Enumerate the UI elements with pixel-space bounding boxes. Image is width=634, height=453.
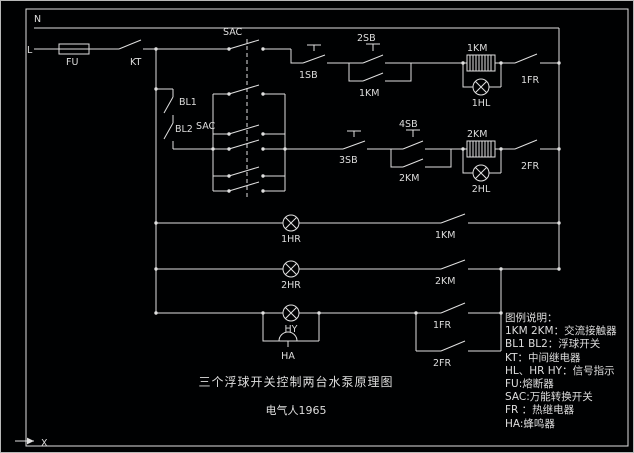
lamp-2hr-cross bbox=[285, 263, 297, 275]
lamp-1hr-icon bbox=[282, 214, 300, 232]
sac-top-label: SAC bbox=[223, 27, 243, 38]
signal-row-2: 2HR 2KM bbox=[156, 259, 559, 291]
bell-wires bbox=[262, 313, 320, 342]
x-axis-arrowhead bbox=[27, 437, 34, 445]
row3-wires bbox=[156, 269, 502, 352]
sac-contacts bbox=[212, 39, 291, 192]
sb4-label: 4SB bbox=[399, 119, 418, 130]
contactor-coil-1km bbox=[466, 54, 496, 72]
hr2-label: 2HR bbox=[281, 280, 301, 291]
ha-label: HA bbox=[281, 351, 295, 362]
bl2-label: BL2 bbox=[175, 124, 193, 135]
fuse-symbol bbox=[58, 43, 90, 55]
row2-wires bbox=[156, 259, 559, 270]
sac-switch: SAC SAC bbox=[196, 27, 291, 199]
signal-row-3: HY HA 1FR 2FR bbox=[156, 269, 502, 369]
lamp-2hr-icon bbox=[282, 260, 300, 278]
lamp-2hl-icon bbox=[472, 164, 490, 182]
fr1-label: 1FR bbox=[521, 75, 540, 86]
km1-contact-label: 1KM bbox=[435, 230, 455, 241]
hl1-label: 1HL bbox=[472, 98, 491, 109]
signal-row-1: 1HR 1KM bbox=[156, 213, 559, 245]
fr2-label: 2FR bbox=[521, 161, 540, 172]
pump2-branch: 3SB 4SB 2KM 2KM 2HL 2FR bbox=[285, 119, 559, 195]
l-label: L bbox=[27, 45, 33, 56]
n-label: N bbox=[34, 14, 41, 25]
lamp-2hl-cross bbox=[475, 167, 487, 179]
float-switches: BL1 BL2 bbox=[156, 88, 213, 150]
row1-wires bbox=[156, 213, 559, 224]
fr2-contact-label: 2FR bbox=[433, 358, 452, 369]
coil1-label: 1KM bbox=[467, 43, 487, 54]
km2-contact-label: 2KM bbox=[435, 276, 455, 287]
fr1-contact-label: 1FR bbox=[433, 320, 452, 331]
contactor-coil-2km bbox=[466, 140, 496, 158]
lamp-hy-icon bbox=[282, 304, 300, 322]
legend-title: 图例说明： bbox=[505, 312, 558, 324]
hl2-label: 2HL bbox=[472, 184, 491, 195]
float-switch-wires bbox=[156, 88, 213, 150]
coil-2km-hatch bbox=[469, 141, 492, 157]
legend: 图例说明： 1KM 2KM：交流接触器 BL1 BL2：浮球开关 KT：中间继电… bbox=[505, 312, 617, 431]
pump1-wires bbox=[290, 43, 559, 88]
legend-item: KT：中间继电器 bbox=[505, 351, 581, 364]
lamp-1hl-icon bbox=[472, 78, 490, 96]
drawing-author: 电气人1965 bbox=[265, 404, 327, 417]
legend-item: FU:熔断器 bbox=[505, 378, 554, 391]
lamp-1hr-cross bbox=[285, 217, 297, 229]
kt-label: KT bbox=[130, 57, 141, 68]
sb1-label: 1SB bbox=[299, 70, 318, 81]
seal2-label: 2KM bbox=[399, 173, 419, 184]
sac-mid-label: SAC bbox=[196, 121, 216, 132]
legend-item: HL、HR HY：信号指示 bbox=[505, 364, 615, 377]
drawing-title: 三个浮球开关控制两台水泵原理图 bbox=[198, 375, 394, 389]
legend-item: SAC:万能转换开关 bbox=[505, 391, 593, 404]
hr1-label: 1HR bbox=[281, 234, 301, 245]
pump1-branch: 1SB 2SB 1KM 1KM 1HL 1FR bbox=[290, 33, 559, 109]
lamp-hy-cross bbox=[285, 307, 297, 319]
coil2-label: 2KM bbox=[467, 129, 487, 140]
sb3-label: 3SB bbox=[339, 155, 358, 166]
seal1-label: 1KM bbox=[359, 88, 379, 99]
legend-item: BL1 BL2：浮球开关 bbox=[505, 338, 601, 351]
bl1-label: BL1 bbox=[179, 97, 197, 108]
sb2-label: 2SB bbox=[357, 33, 376, 44]
junction-dots bbox=[154, 47, 561, 315]
legend-item: FR ：热继电器 bbox=[505, 404, 575, 417]
x-axis-label: X bbox=[41, 438, 48, 449]
bell-ha-icon bbox=[276, 331, 300, 347]
legend-item: 1KM 2KM：交流接触器 bbox=[505, 325, 617, 338]
ucs-axis-icon: X bbox=[15, 437, 48, 449]
fu-label: FU bbox=[66, 57, 78, 68]
hy-label: HY bbox=[285, 324, 298, 335]
drawing-frame bbox=[25, 8, 629, 447]
legend-item: HA:蜂鸣器 bbox=[505, 417, 555, 430]
coil-1km-hatch bbox=[469, 55, 492, 71]
lamp-1hl-cross bbox=[475, 81, 487, 93]
pump2-wires bbox=[285, 129, 559, 174]
